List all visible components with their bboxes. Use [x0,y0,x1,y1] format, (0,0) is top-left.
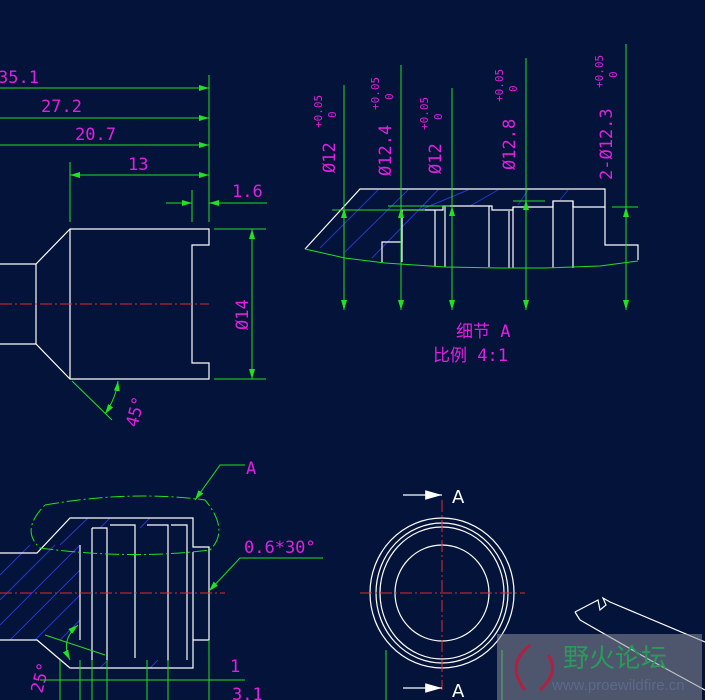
svg-text:+0.05: +0.05 [593,55,606,88]
dim-detail-3: Ø12 +0.05 0 [418,97,446,174]
section-label-top: A [452,487,465,508]
detail-leader [194,464,245,501]
end-view: A A [360,487,525,700]
angle-arc [104,380,120,415]
svg-text:Ø12.8: Ø12.8 [500,119,520,170]
svg-text:0: 0 [507,85,520,92]
detail-title: 细节 A [456,322,510,342]
detail-scale: 比例 4:1 [433,346,508,366]
svg-text:+0.05: +0.05 [493,69,506,102]
detail-label: A [246,459,256,479]
svg-text:Ø12.4: Ø12.4 [376,125,396,176]
section-label-bottom: A [452,681,465,700]
detail-a-view: Ø12 +0.05 0 Ø12.4 +0.05 0 Ø12 +0.05 0 Ø1… [304,44,639,366]
section-view: A 0.6*30° 25° 1 3.1 [0,459,323,700]
chamfer-leader [208,557,323,592]
watermark-url: www.proewildfire.cn [551,677,685,694]
section-extension-lines [40,640,245,700]
angle-arc [62,624,79,661]
svg-text:+0.05: +0.05 [418,97,431,130]
svg-text:0: 0 [607,71,620,78]
dim-dia-14: Ø14 [233,299,253,330]
dim-3-1: 3.1 [232,685,263,700]
detail-dimension-lines [341,44,629,310]
angle-45: 45° [123,394,150,429]
svg-text:2-Ø12.3: 2-Ø12.3 [597,108,617,180]
svg-text:Ø12: Ø12 [320,142,340,173]
dim-detail-5: 2-Ø12.3 +0.05 0 [593,55,620,180]
watermark-logo-icon [514,643,554,692]
detail-break-line [304,248,639,269]
svg-text:0: 0 [383,93,396,100]
dim-27-2: 27.2 [41,97,82,117]
svg-text:0: 0 [432,113,445,120]
dim-13: 13 [128,155,148,175]
watermark: 野火论坛 www.proewildfire.cn [497,634,702,700]
svg-text:+0.05: +0.05 [369,77,382,110]
detail-grooves [401,201,639,268]
svg-text:0: 0 [326,111,339,118]
angle-leader [71,380,113,421]
angle-25: 25° [28,660,55,695]
part-outline [0,228,210,380]
dim-1-6: 1.6 [232,182,263,202]
detail-boundary-cloud [30,495,220,556]
svg-text:Ø12: Ø12 [426,143,446,174]
dim-detail-1: Ø12 +0.05 0 [312,95,340,173]
dim-detail-2: Ø12.4 +0.05 0 [369,77,396,176]
dim-20-7: 20.7 [75,125,116,145]
front-view: 35.1 27.2 20.7 13 1.6 Ø14 45° [0,68,267,429]
svg-text:+0.05: +0.05 [312,95,325,128]
hatch [319,189,569,259]
angle-leader [44,634,106,656]
chamfer-label: 0.6*30° [244,538,316,558]
dim-1: 1 [230,657,240,677]
watermark-title: 野火论坛 [563,644,667,674]
dim-35-1: 35.1 [0,68,39,88]
dim-detail-4: Ø12.8 +0.05 0 [493,69,520,170]
